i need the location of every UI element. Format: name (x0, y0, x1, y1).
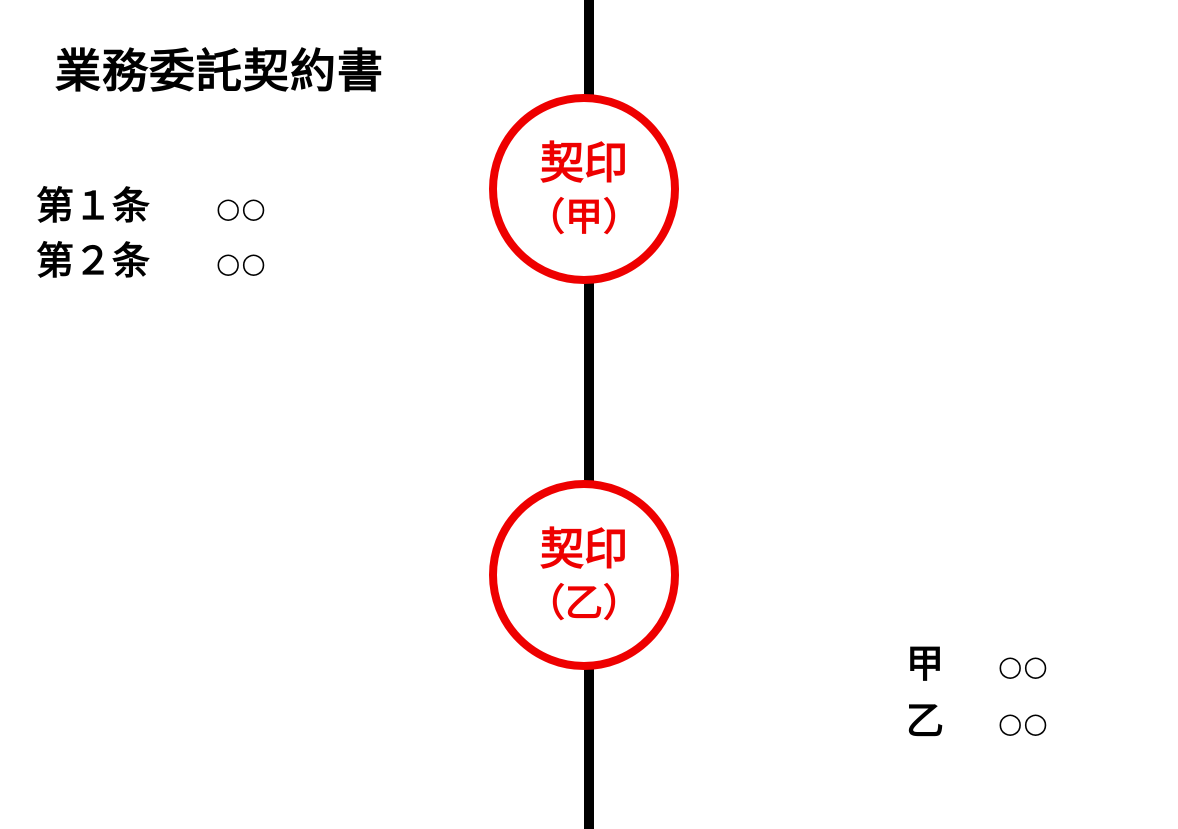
article-2: 第２条 ○○ (36, 242, 267, 280)
article-1-value: ○○ (216, 191, 267, 225)
party-a-label: 甲 (906, 642, 945, 686)
party-b: 乙 ○○ (906, 702, 1049, 740)
seal-b-party: （乙） (526, 581, 641, 625)
document-title: 業務委託契約書 (55, 44, 384, 98)
party-a-value: ○○ (998, 649, 1049, 683)
article-2-value: ○○ (216, 246, 267, 280)
party-b-label: 乙 (906, 699, 945, 743)
party-b-value: ○○ (998, 706, 1049, 740)
seal-party-a: 契印 （甲） (489, 94, 679, 284)
page-divider-line (584, 0, 594, 829)
article-1: 第１条 ○○ (36, 187, 267, 225)
article-1-heading: 第１条 (36, 184, 151, 228)
article-2-heading: 第２条 (36, 239, 151, 283)
seal-a-label: 契印 (540, 138, 628, 189)
seal-party-b: 契印 （乙） (489, 480, 679, 670)
seal-b-label: 契印 (540, 524, 628, 575)
party-a: 甲 ○○ (906, 645, 1049, 683)
seal-a-party: （甲） (526, 195, 641, 239)
